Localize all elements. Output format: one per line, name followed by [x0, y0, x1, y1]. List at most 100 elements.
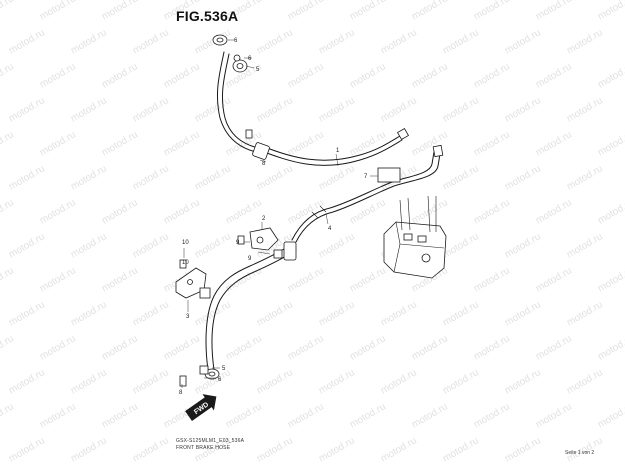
watermark-text: motod.ru: [0, 0, 16, 23]
watermark-text: motod.ru: [441, 95, 481, 124]
watermark-text: motod.ru: [410, 129, 450, 158]
watermark-text: motod.ru: [255, 163, 295, 192]
pipe-fittings: [377, 127, 444, 183]
watermark-text: motod.ru: [131, 95, 171, 124]
watermark-text: motod.ru: [472, 0, 512, 23]
watermark-text: motod.ru: [255, 299, 295, 328]
watermark-text: motod.ru: [224, 333, 264, 362]
watermark-text: motod.ru: [131, 299, 171, 328]
watermark-text: motod.ru: [472, 197, 512, 226]
watermark-text: motod.ru: [410, 401, 450, 430]
watermark-text: motod.ru: [596, 265, 625, 294]
watermark-text: motod.ru: [7, 95, 47, 124]
watermark-text: motod.ru: [286, 333, 326, 362]
watermark-text: motod.ru: [565, 299, 605, 328]
watermark-text: motod.ru: [565, 231, 605, 260]
watermark-text: motod.ru: [317, 163, 357, 192]
callout-6-top: 6: [234, 38, 238, 44]
watermark-text: motod.ru: [162, 129, 202, 158]
watermark-text: motod.ru: [379, 299, 419, 328]
watermark-text: motod.ru: [224, 197, 264, 226]
figure-title: FIG.536A: [176, 8, 239, 24]
watermark-text: motod.ru: [100, 333, 140, 362]
watermark-text: motod.ru: [410, 333, 450, 362]
watermark-text: motod.ru: [379, 435, 419, 464]
callout-3: 3: [186, 314, 190, 320]
watermark-text: motod.ru: [317, 299, 357, 328]
callout-5-upper: 5: [256, 67, 260, 73]
watermark-text: motod.ru: [348, 265, 388, 294]
watermark-text: motod.ru: [596, 333, 625, 362]
watermark-text: motod.ru: [441, 27, 481, 56]
watermark-text: motod.ru: [503, 435, 543, 464]
watermark-text: motod.ru: [441, 163, 481, 192]
watermark-text: motod.ru: [100, 0, 140, 23]
lower-hose-clamp: [175, 259, 211, 299]
watermark-text: motod.ru: [441, 231, 481, 260]
watermark-text: motod.ru: [131, 435, 171, 464]
watermark-text: motod.ru: [131, 163, 171, 192]
watermark-text: motod.ru: [131, 367, 171, 396]
watermark-text: motod.ru: [348, 197, 388, 226]
figure-code: GSX-S125MLM1_E03_536A: [176, 438, 245, 444]
watermark-text: motod.ru: [0, 265, 16, 294]
watermark-text: motod.ru: [534, 129, 574, 158]
watermark-text: motod.ru: [38, 61, 78, 90]
watermark-text: motod.ru: [534, 265, 574, 294]
watermark-text: motod.ru: [565, 95, 605, 124]
watermark-text: motod.ru: [565, 367, 605, 396]
watermark-text: motod.ru: [38, 333, 78, 362]
page-indicator: Seite 1 von 2: [565, 450, 595, 456]
watermark-text: motod.ru: [193, 231, 233, 260]
watermark-text: motod.ru: [69, 299, 109, 328]
watermark-text: motod.ru: [348, 333, 388, 362]
watermark-text: motod.ru: [596, 129, 625, 158]
watermark-text: motod.ru: [7, 435, 47, 464]
watermark-text: motod.ru: [131, 27, 171, 56]
watermark-text: motod.ru: [69, 435, 109, 464]
watermark-text: motod.ru: [503, 163, 543, 192]
upper-front-brake-hose: [216, 51, 403, 166]
watermark-text: motod.ru: [69, 95, 109, 124]
watermark-text: motod.ru: [69, 27, 109, 56]
watermark-text: motod.ru: [0, 333, 16, 362]
watermark-text: motod.ru: [7, 299, 47, 328]
callout-5-lower: 5: [222, 366, 226, 372]
watermark-text: motod.ru: [193, 95, 233, 124]
watermark-text: motod.ru: [100, 197, 140, 226]
watermark-text: motod.ru: [255, 95, 295, 124]
callout-10-mid: 10: [182, 240, 189, 246]
watermark-text: motod.ru: [224, 265, 264, 294]
watermark-text: motod.ru: [255, 435, 295, 464]
callout-6-upper: 6: [248, 56, 252, 62]
watermark-text: motod.ru: [503, 27, 543, 56]
watermark-text: motod.ru: [100, 265, 140, 294]
watermark-text: motod.ru: [7, 231, 47, 260]
abs-hydraulic-unit: [383, 195, 447, 279]
watermark-text: motod.ru: [7, 163, 47, 192]
watermark-text: motod.ru: [100, 61, 140, 90]
watermark-text: motod.ru: [0, 129, 16, 158]
watermark-text: motod.ru: [286, 0, 326, 23]
watermark-text: motod.ru: [162, 61, 202, 90]
watermark-text: motod.ru: [7, 27, 47, 56]
watermark-text: motod.ru: [472, 129, 512, 158]
watermark-text: motod.ru: [565, 27, 605, 56]
watermark-text: motod.ru: [565, 163, 605, 192]
watermark-text: motod.ru: [69, 367, 109, 396]
callout-1: 1: [336, 148, 340, 154]
watermark-text: motod.ru: [503, 95, 543, 124]
watermark-text: motod.ru: [441, 435, 481, 464]
watermark-text: motod.ru: [534, 333, 574, 362]
watermark-text: motod.ru: [317, 231, 357, 260]
watermark-text: motod.ru: [348, 0, 388, 23]
watermark-text: motod.ru: [534, 401, 574, 430]
watermark-text: motod.ru: [286, 197, 326, 226]
watermark-text: motod.ru: [0, 401, 16, 430]
lower-front-brake-hose: [205, 243, 297, 371]
watermark-text: motod.ru: [255, 27, 295, 56]
watermark-text: motod.ru: [503, 299, 543, 328]
watermark-text: motod.ru: [410, 197, 450, 226]
